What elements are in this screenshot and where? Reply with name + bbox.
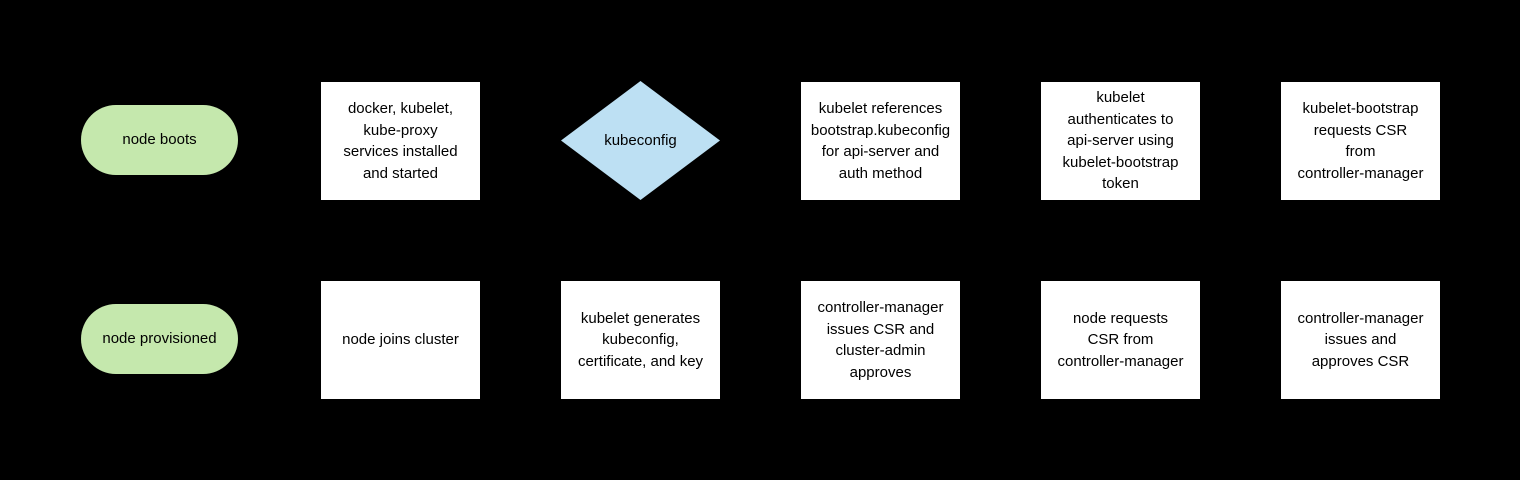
flow-node-label: kubelet authenticates to api-server usin…: [1062, 89, 1179, 193]
flow-node-label: controller-manager issues and approves C…: [1297, 309, 1424, 370]
flow-node-node-joins-cluster[interactable]: node joins cluster: [321, 281, 480, 399]
flow-node-label: kubeconfig: [604, 131, 677, 149]
flow-node-kubelet-bootstrap-requests-csr[interactable]: kubelet-bootstrap requests CSR from cont…: [1281, 82, 1440, 200]
flow-node-label: node boots: [122, 131, 197, 149]
flow-node-node-requests-csr[interactable]: node requests CSR from controller-manage…: [1041, 281, 1200, 399]
flow-node-services-installed[interactable]: docker, kubelet, kube-proxy services ins…: [321, 82, 480, 200]
flow-node-kubeconfig-decision[interactable]: kubeconfig: [561, 81, 720, 200]
flow-node-controller-manager-approves-csr[interactable]: controller-manager issues and approves C…: [1281, 281, 1440, 399]
flow-node-node-boots[interactable]: node boots: [81, 105, 238, 175]
flow-node-label: kubelet-bootstrap requests CSR from cont…: [1297, 100, 1424, 182]
flow-node-label: node joins cluster: [342, 331, 459, 349]
flow-node-label: kubelet generates kubeconfig, certificat…: [577, 309, 704, 370]
flow-node-label: docker, kubelet, kube-proxy services ins…: [343, 100, 458, 182]
flow-node-node-provisioned[interactable]: node provisioned: [81, 304, 238, 374]
flow-node-label: kubelet references bootstrap.kubeconfig …: [810, 100, 951, 182]
flow-node-kubelet-references-bootstrap[interactable]: kubelet references bootstrap.kubeconfig …: [801, 82, 960, 200]
flow-node-kubelet-generates[interactable]: kubelet generates kubeconfig, certificat…: [561, 281, 720, 399]
flow-node-label: node requests CSR from controller-manage…: [1057, 309, 1184, 370]
flow-node-label: node provisioned: [102, 330, 217, 348]
flow-node-controller-manager-issues-csr[interactable]: controller-manager issues CSR and cluste…: [801, 281, 960, 399]
flow-node-label: controller-manager issues CSR and cluste…: [817, 299, 944, 381]
flow-node-kubelet-authenticates[interactable]: kubelet authenticates to api-server usin…: [1041, 82, 1200, 200]
